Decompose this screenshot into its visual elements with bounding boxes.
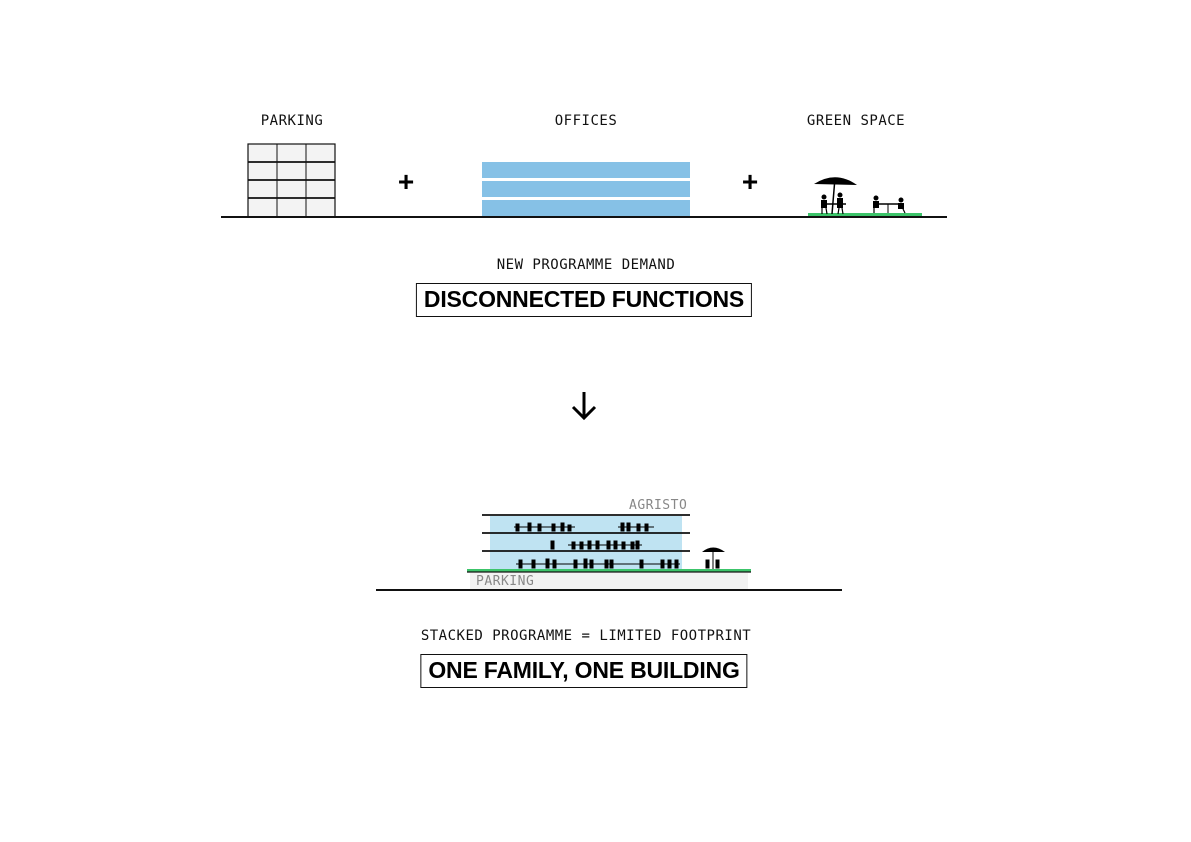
people-row-icon bbox=[550, 540, 642, 550]
plus-sign: + bbox=[397, 166, 415, 197]
green-space-icon bbox=[808, 177, 922, 216]
people-row-icon bbox=[516, 558, 680, 569]
one-family-title: ONE FAMILY, ONE BUILDING bbox=[420, 654, 748, 688]
parking-structure-icon bbox=[247, 143, 336, 218]
agristo-label: AGRISTO bbox=[629, 498, 688, 513]
green-space-label: GREEN SPACE bbox=[806, 113, 906, 129]
disconnected-functions-title: DISCONNECTED FUNCTIONS bbox=[415, 283, 753, 317]
umbrella-icon bbox=[702, 547, 725, 569]
stacked-programme-caption: STACKED PROGRAMME = LIMITED FOOTPRINT bbox=[420, 628, 752, 644]
down-arrow-icon bbox=[571, 392, 597, 421]
plus-sign: + bbox=[741, 166, 759, 197]
people-row-icon bbox=[514, 522, 654, 532]
parking-label: PARKING bbox=[260, 113, 324, 129]
offices-label: OFFICES bbox=[554, 113, 618, 129]
parking-base-label: PARKING bbox=[476, 574, 535, 589]
offices-block-icon bbox=[482, 162, 690, 216]
programme-demand-caption: NEW PROGRAMME DEMAND bbox=[496, 257, 676, 273]
stacked-building bbox=[467, 514, 751, 589]
